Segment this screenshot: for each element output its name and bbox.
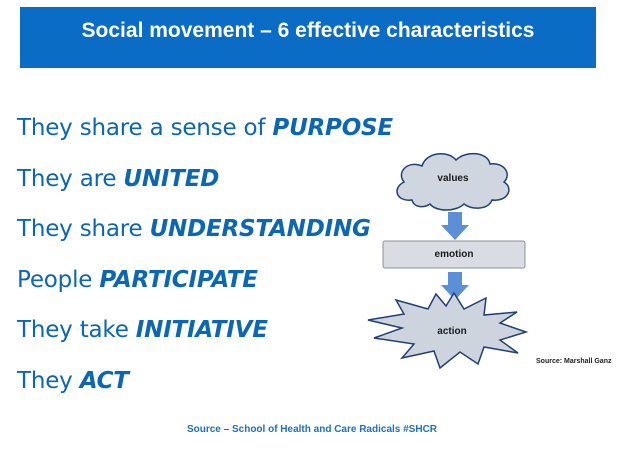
slide-title: Social movement – 6 effective characteri… — [81, 19, 535, 42]
characteristic-item: They are UNITED — [17, 161, 393, 212]
emotion-label: emotion — [434, 249, 474, 260]
characteristic-keyword: PURPOSE — [272, 115, 393, 141]
emotion-box-shape — [382, 240, 526, 269]
characteristic-keyword: INITIATIVE — [135, 317, 268, 343]
characteristic-prefix: They — [17, 367, 80, 394]
down-arrow-1 — [441, 212, 469, 240]
values-cloud-shape — [396, 152, 510, 211]
characteristic-prefix: They share a sense of — [17, 115, 273, 141]
characteristic-keyword: ACT — [79, 367, 129, 394]
values-label: values — [437, 173, 469, 184]
diagram-source: Source: Marshall Ganz — [536, 358, 612, 365]
characteristic-item: They ACT — [17, 363, 393, 414]
title-banner: Social movement – 6 effective characteri… — [20, 7, 596, 68]
down-arrow-2 — [441, 272, 469, 300]
characteristic-prefix: They share — [17, 216, 150, 242]
characteristic-item: They share UNDERSTANDING — [17, 211, 393, 262]
footer-source: Source – School of Health and Care Radic… — [186, 424, 438, 435]
characteristic-prefix: They take — [17, 317, 136, 343]
characteristic-item: People PARTICIPATE — [17, 262, 393, 313]
characteristic-prefix: They are — [17, 165, 124, 192]
diagram-graphic — [367, 152, 529, 370]
action-star-shape — [367, 291, 529, 370]
characteristic-keyword: UNDERSTANDING — [149, 216, 371, 242]
characteristic-keyword: PARTICIPATE — [99, 266, 258, 293]
characteristic-prefix: People — [17, 266, 100, 293]
characteristic-item: They take INITIATIVE — [17, 312, 393, 363]
characteristic-item: They share a sense of PURPOSE — [17, 110, 393, 161]
characteristics-list: They share a sense of PURPOSE They are U… — [17, 110, 393, 413]
characteristic-keyword: UNITED — [123, 165, 220, 192]
ganz-diagram: values emotion action Source: Marshall G… — [360, 128, 624, 378]
action-label: action — [437, 326, 467, 337]
